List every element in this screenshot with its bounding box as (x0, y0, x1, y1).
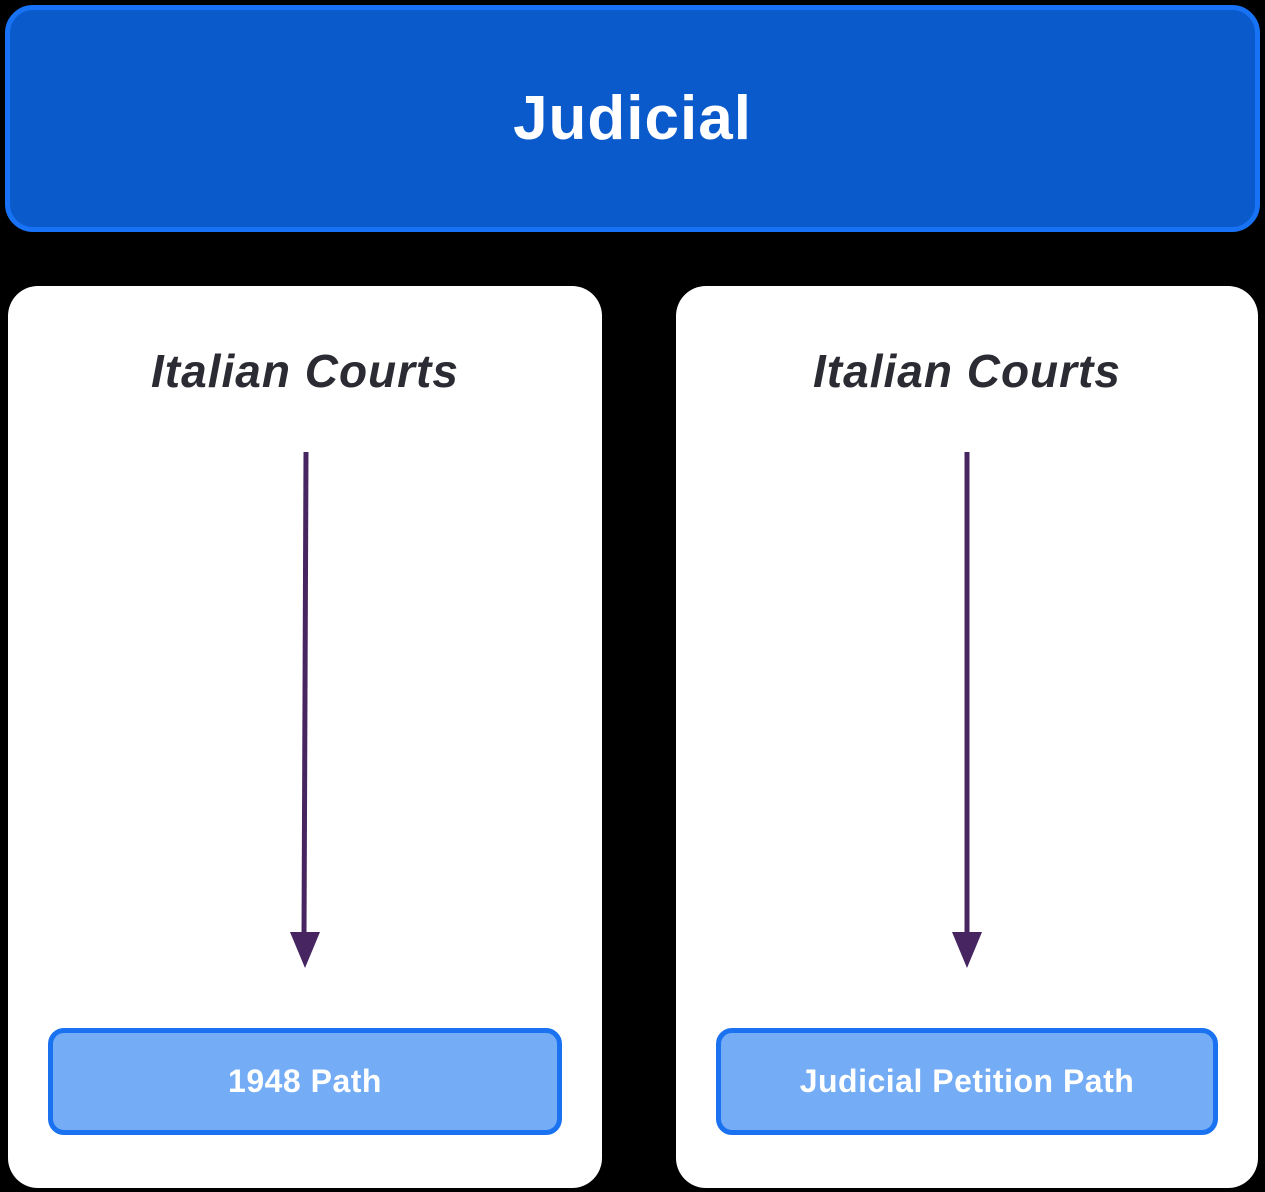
header-title: Judicial (513, 84, 752, 153)
down-arrow-icon (290, 451, 320, 968)
card-title-italian-courts: Italian Courts (151, 345, 459, 397)
judicial-header-banner: Judicial (5, 5, 1260, 232)
card-1948-path: Italian Courts 1948 Path (8, 286, 602, 1188)
path-button-1948[interactable]: 1948 Path (48, 1028, 562, 1135)
card-judicial-petition-path: Italian Courts Judicial Petition Path (676, 286, 1258, 1188)
card-title-italian-courts: Italian Courts (813, 345, 1121, 397)
down-arrow-icon (952, 452, 982, 968)
path-button-judicial-petition[interactable]: Judicial Petition Path (716, 1028, 1218, 1135)
